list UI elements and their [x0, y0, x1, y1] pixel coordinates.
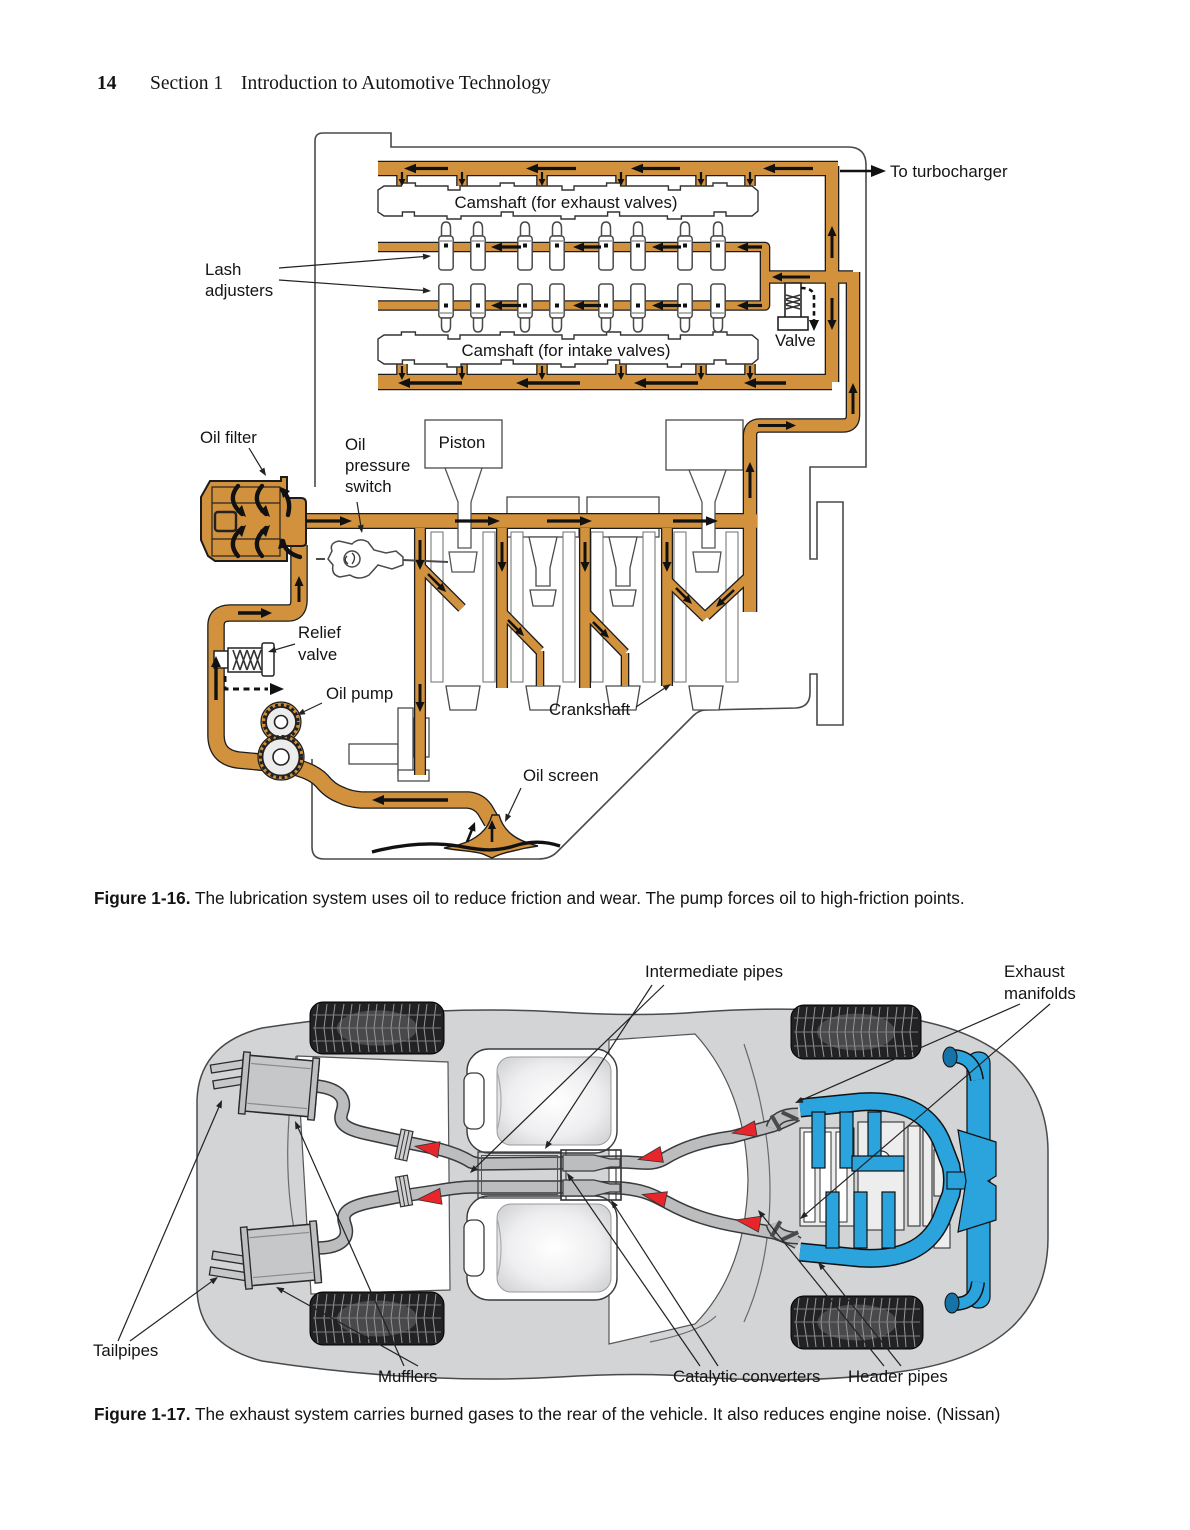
svg-text:Valve: Valve [775, 331, 816, 350]
svg-text:Camshaft (for exhaust valves): Camshaft (for exhaust valves) [455, 193, 678, 212]
svg-text:14: 14 [97, 73, 117, 94]
svg-text:valve: valve [298, 645, 337, 664]
svg-text:manifolds: manifolds [1004, 984, 1076, 1003]
svg-text:Intermediate pipes: Intermediate pipes [645, 962, 783, 981]
svg-text:Section 1: Section 1 [150, 73, 223, 94]
svg-text:switch: switch [345, 477, 392, 496]
svg-text:Header pipes: Header pipes [848, 1367, 948, 1386]
svg-text:Mufflers: Mufflers [378, 1367, 437, 1386]
svg-text:adjusters: adjusters [205, 281, 273, 300]
svg-text:Catalytic converters: Catalytic converters [673, 1367, 820, 1386]
svg-text:Exhaust: Exhaust [1004, 962, 1065, 981]
svg-text:Tailpipes: Tailpipes [93, 1341, 158, 1360]
svg-text:Oil: Oil [345, 435, 366, 454]
svg-text:pressure: pressure [345, 456, 410, 475]
svg-text:Oil pump: Oil pump [326, 684, 393, 703]
svg-text:Oil filter: Oil filter [200, 428, 257, 447]
svg-text:Introduction to Automotive Tec: Introduction to Automotive Technology [241, 73, 551, 94]
svg-text:Figure 1-17. The exhaust syste: Figure 1-17. The exhaust system carries … [94, 1404, 1000, 1424]
svg-text:To turbocharger: To turbocharger [890, 162, 1008, 181]
svg-text:Lash: Lash [205, 260, 241, 279]
svg-text:Crankshaft: Crankshaft [549, 700, 630, 719]
svg-text:Oil screen: Oil screen [523, 766, 599, 785]
svg-text:Relief: Relief [298, 623, 341, 642]
svg-text:Figure 1-16. The lubrication s: Figure 1-16. The lubrication system uses… [94, 888, 965, 908]
svg-text:Piston: Piston [439, 433, 486, 452]
svg-text:Camshaft (for intake valves): Camshaft (for intake valves) [462, 341, 671, 360]
